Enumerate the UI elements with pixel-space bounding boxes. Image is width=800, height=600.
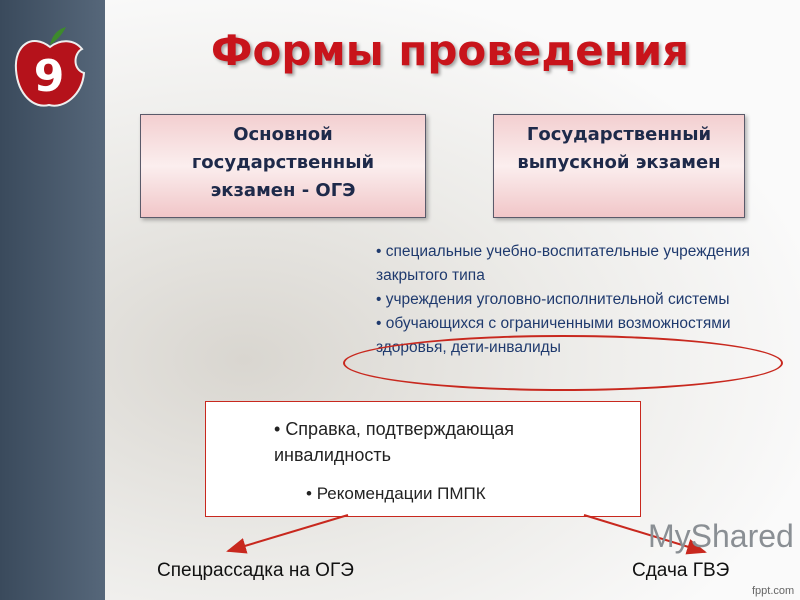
gve-line: Государственный	[526, 124, 712, 145]
oge-box: Основной государственный экзамен - ОГЭ	[140, 114, 426, 218]
arrow-left	[226, 514, 349, 554]
svg-text:9: 9	[34, 51, 65, 102]
gve-box: Государственный выпускной экзамен	[493, 114, 745, 218]
document-item: • Рекомендации ПМПК	[306, 484, 486, 503]
slide-title: Формы проведения	[210, 26, 690, 75]
watermark: MyShared	[648, 518, 794, 554]
list-item: специальные учебно-воспитательные учрежд…	[376, 240, 776, 288]
oge-line: государственный	[191, 152, 375, 173]
outcome-right: Сдача ГВЭ	[632, 560, 730, 581]
arrow-right	[583, 514, 707, 555]
footer-credit: fppt.com	[752, 585, 795, 597]
list-item: учреждения уголовно-исполнительной систе…	[376, 288, 776, 312]
apple-logo-icon: 9	[14, 27, 86, 107]
outcome-left: Спецрассадка на ОГЭ	[157, 560, 354, 581]
oge-line: экзамен - ОГЭ	[210, 180, 356, 201]
document-text: Рекомендации ПМПК	[316, 484, 486, 503]
gve-line: выпускной экзамен	[517, 152, 721, 173]
document-item: • Справка, подтверждающая инвалидность	[274, 419, 515, 465]
highlight-oval	[343, 335, 783, 391]
documents-box: • Справка, подтверждающая инвалидность •…	[205, 401, 641, 517]
document-text: Справка, подтверждающая инвалидность	[274, 419, 515, 465]
oge-line: Основной	[233, 124, 333, 145]
